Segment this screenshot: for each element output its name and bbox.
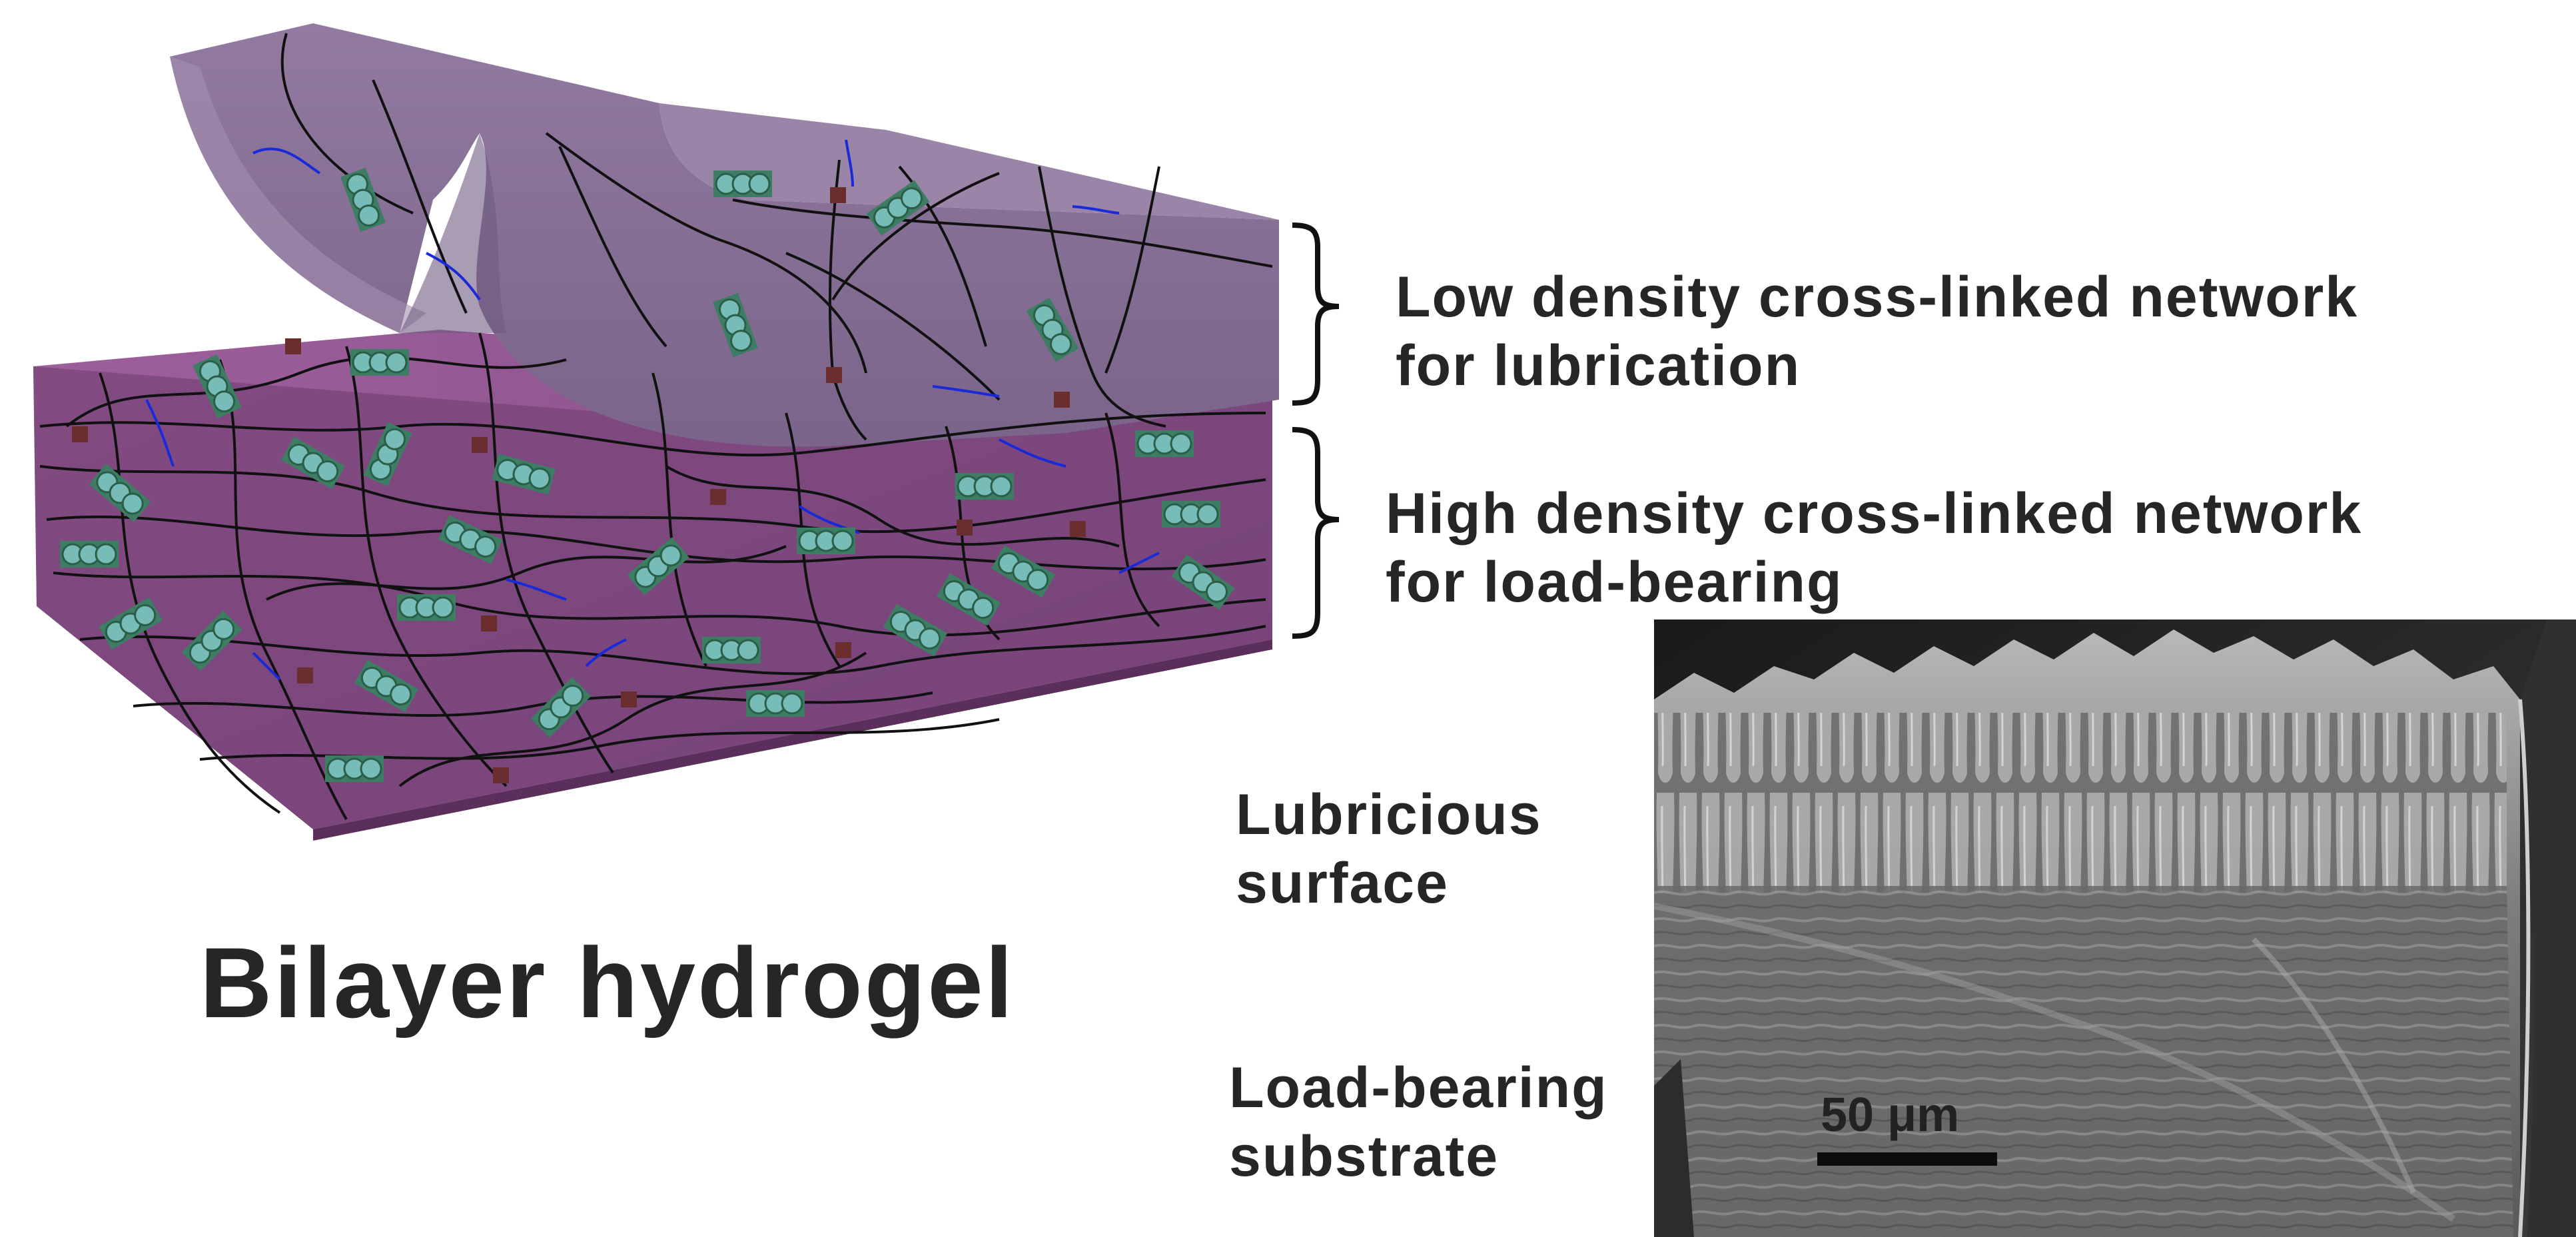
lubricious-label-line1: Lubricious [1236,783,1542,847]
top-layer-label: Low density cross-linked network for lub… [1396,263,2358,400]
bottom-layer-label-line2: for load-bearing [1386,550,1843,615]
figure-title: Bilayer hydrogel [200,927,1015,1038]
top-layer-label-line2: for lubrication [1396,334,1801,398]
scale-bar [1817,1152,1997,1166]
top-layer [170,23,1279,447]
load-bearing-label-line2: substrate [1229,1124,1500,1189]
top-layer-label-line1: Low density cross-linked network [1396,265,2359,329]
load-bearing-label-line1: Load-bearing [1229,1056,1608,1120]
bracket-top [1292,222,1340,406]
bracket-bottom [1292,427,1340,639]
bottom-layer-label: High density cross-linked network for lo… [1386,480,2362,617]
load-bearing-substrate-label: Load-bearing substrate [1229,1054,1608,1191]
bottom-layer-label-line1: High density cross-linked network [1386,482,2363,546]
polymer-network [39,33,1273,820]
lubricious-surface-label: Lubricious surface [1236,781,1542,918]
layer-brackets [1292,222,1340,639]
sem-micrograph: 50 μm [1654,619,2576,1237]
lubricious-label-line2: surface [1236,851,1449,916]
scale-bar-label: 50 μm [1821,1088,1959,1142]
bilayer-hydrogel-diagram [33,23,1279,841]
polymer-network-blue [145,139,1160,681]
